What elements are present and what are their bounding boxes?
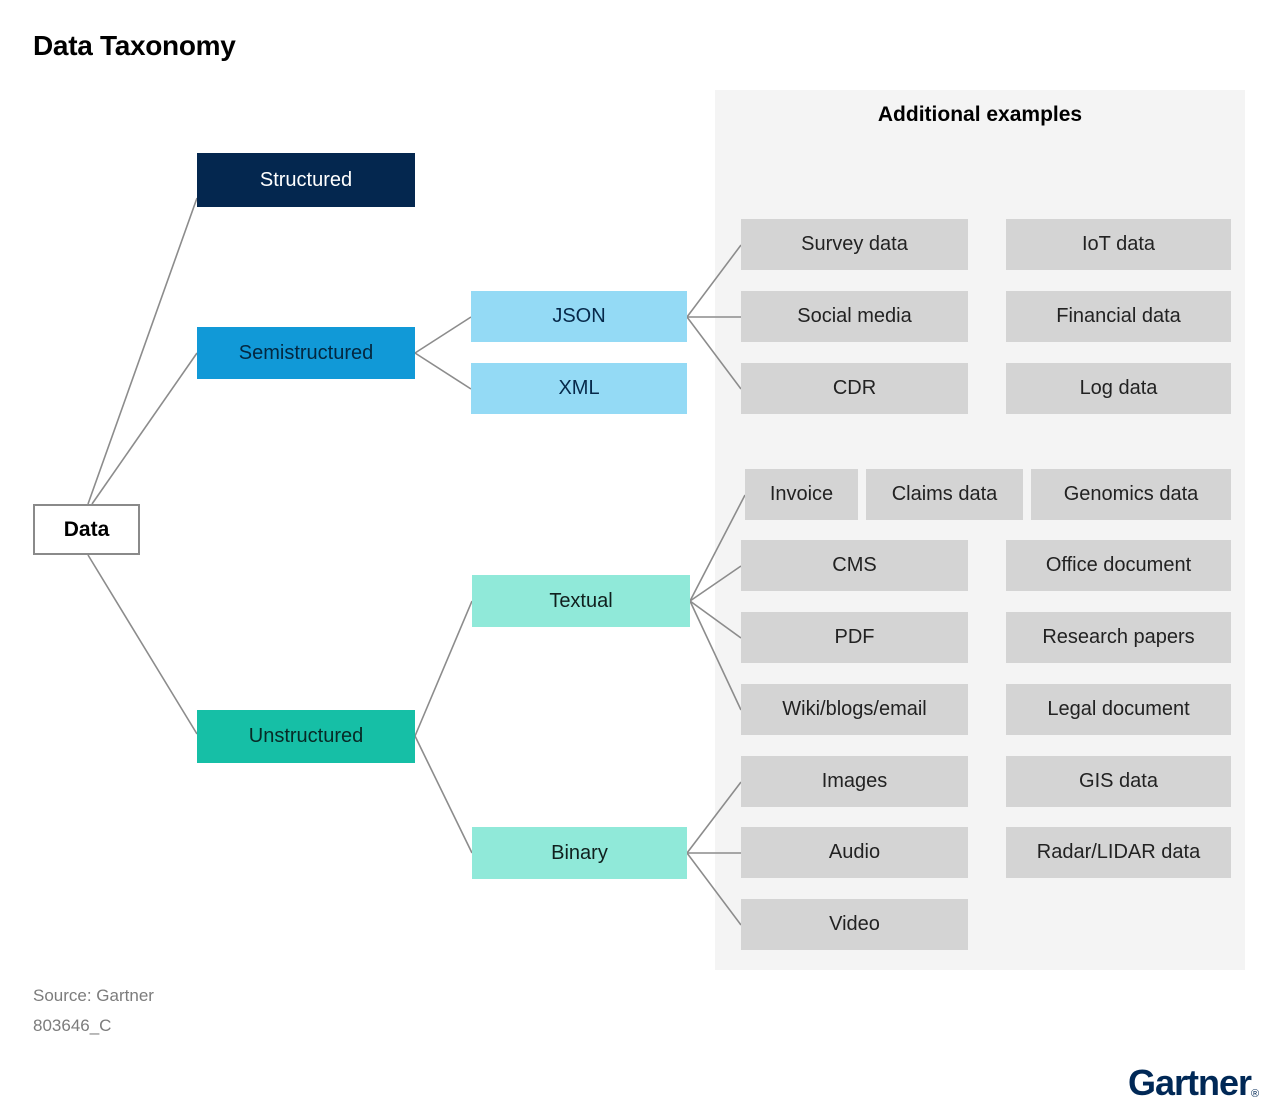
example-iot-data: IoT data: [1006, 219, 1231, 270]
node-xml: XML: [471, 363, 687, 414]
example-video: Video: [741, 899, 968, 950]
node-textual: Textual: [472, 575, 690, 627]
example-office-document: Office document: [1006, 540, 1231, 591]
node-unstructured: Unstructured: [197, 710, 415, 763]
connector-semistructured-json: [414, 316, 472, 354]
node-binary: Binary: [472, 827, 687, 879]
example-cms: CMS: [741, 540, 968, 591]
registered-trademark-icon: ®: [1251, 1088, 1260, 1100]
example-pdf: PDF: [741, 612, 968, 663]
connector-data-semistructured: [91, 352, 198, 505]
example-audio: Audio: [741, 827, 968, 878]
node-semistructured: Semistructured: [197, 327, 415, 379]
node-data: Data: [33, 504, 140, 555]
example-survey-data: Survey data: [741, 219, 968, 270]
source-attribution: Source: Gartner: [33, 986, 154, 1005]
example-gis-data: GIS data: [1006, 756, 1231, 807]
connector-unstructured-binary: [414, 735, 473, 854]
connector-binary-images: [686, 781, 742, 854]
connector-textual-pdf: [689, 600, 742, 639]
source-id: 803646_C: [33, 1016, 112, 1035]
additional-examples-heading: Additional examples: [877, 103, 1083, 126]
page-title: Data Taxonomy: [33, 30, 236, 61]
connector-textual-wiki: [689, 600, 742, 711]
connector-data-unstructured: [87, 554, 198, 735]
connector-json-cdr: [686, 316, 742, 390]
connector-textual-cms: [689, 565, 742, 602]
node-json: JSON: [471, 291, 687, 342]
example-wiki-blogs-email: Wiki/blogs/email: [741, 684, 968, 735]
connector-semistructured-xml: [414, 352, 472, 390]
example-social-media: Social media: [741, 291, 968, 342]
example-radar-lidar-data: Radar/LIDAR data: [1006, 827, 1231, 878]
example-log-data: Log data: [1006, 363, 1231, 414]
example-images: Images: [741, 756, 968, 807]
example-research-papers: Research papers: [1006, 612, 1231, 663]
example-claims-data: Claims data: [866, 469, 1023, 520]
example-cdr: CDR: [741, 363, 968, 414]
example-legal-document: Legal document: [1006, 684, 1231, 735]
connector-data-structured: [87, 197, 198, 505]
connector-json-survey-data: [686, 244, 742, 318]
example-financial-data: Financial data: [1006, 291, 1231, 342]
connector-binary-video: [686, 852, 742, 926]
gartner-logo: Gartner®: [1128, 1062, 1259, 1104]
gartner-logo-text: Gartner: [1128, 1062, 1252, 1103]
node-structured: Structured: [197, 153, 415, 207]
connector-textual-invoice: [689, 494, 746, 602]
example-genomics-data: Genomics data: [1031, 469, 1231, 520]
connector-unstructured-textual: [414, 600, 473, 737]
example-invoice: Invoice: [745, 469, 858, 520]
